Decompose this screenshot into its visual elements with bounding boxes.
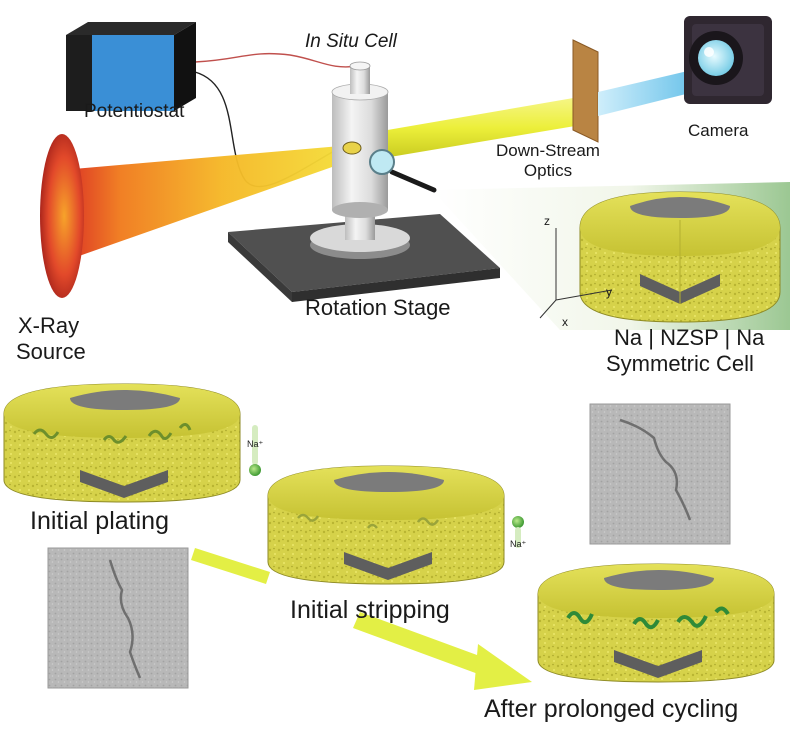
axis-y-line xyxy=(555,289,613,301)
stage-side xyxy=(228,232,292,302)
downstream-optics-label-2: Optics xyxy=(523,161,573,180)
cell-cap xyxy=(350,66,370,94)
arrow-plating-to-stripping xyxy=(191,548,270,584)
pellet-top xyxy=(538,564,774,618)
arrow-stripping-to-cycling xyxy=(353,612,532,690)
potentiostat-side xyxy=(174,22,196,111)
axis-y-label: y xyxy=(606,285,612,299)
arrowhead xyxy=(474,644,532,690)
tomography-inset-2 xyxy=(589,403,731,545)
axes-icon xyxy=(539,228,613,319)
potentiostat-top xyxy=(66,22,196,35)
inset-frame xyxy=(589,403,731,545)
rotation-stage-icon xyxy=(228,214,500,302)
crack-line xyxy=(108,559,142,679)
arrow-shaft xyxy=(353,612,496,678)
dendrites xyxy=(297,513,440,529)
dendrites xyxy=(32,423,192,444)
cell-window xyxy=(342,141,362,155)
symmetric-cell-label-2: Symmetric Cell xyxy=(606,351,754,376)
pellet-initial-stripping xyxy=(267,465,505,585)
pellet-initial-plating xyxy=(3,383,241,503)
camera-lens-glint xyxy=(704,47,714,57)
na-ion-2 xyxy=(512,516,524,548)
tomography-inset-1 xyxy=(47,547,189,689)
electrode-bottom xyxy=(80,470,168,498)
electrode-bottom xyxy=(344,552,432,580)
xray-source-icon xyxy=(40,134,84,298)
magnifier-handle xyxy=(389,169,437,193)
red-wire xyxy=(194,52,359,68)
inset-frame xyxy=(47,547,189,689)
camera-beam xyxy=(598,70,694,116)
pellet-after-cycling xyxy=(537,563,775,683)
rotation-stage-label: Rotation Stage xyxy=(305,295,451,320)
pellet-top xyxy=(4,384,240,438)
initial-stripping-label: Initial stripping xyxy=(290,596,450,624)
pellet-top xyxy=(268,466,504,520)
downstream-optics-label-1: Down-Stream xyxy=(496,141,600,160)
electrode-top xyxy=(334,472,444,492)
in-situ-cell-label: In Situ Cell xyxy=(305,31,397,52)
electrode-top xyxy=(604,570,714,590)
camera-label: Camera xyxy=(688,121,749,140)
optical-beam xyxy=(370,96,587,160)
axis-x-line xyxy=(539,299,557,319)
crack-line xyxy=(619,418,692,521)
cell-cap-top xyxy=(349,61,371,71)
dendrites xyxy=(566,606,730,630)
in-situ-cell-icon xyxy=(331,61,437,240)
electrode-top xyxy=(70,390,180,410)
ion-icon xyxy=(512,516,524,528)
stage-front xyxy=(292,268,500,302)
symmetric-cell-label-1: Na | NZSP | Na xyxy=(614,325,765,350)
cell-body-bottom xyxy=(332,202,388,218)
na-ion-label-2: Na⁺ xyxy=(510,539,527,549)
potentiostat-icon xyxy=(66,22,196,111)
initial-plating-label: Initial plating xyxy=(30,507,169,535)
axis-z-label: z xyxy=(544,214,550,228)
axis-x-label: x xyxy=(562,315,568,329)
potentiostat-label: Potentiostat xyxy=(84,101,185,122)
after-cycling-label: After prolonged cycling xyxy=(484,695,739,723)
ion-icon xyxy=(249,464,261,476)
camera-lens xyxy=(698,40,734,76)
optics-plate-icon xyxy=(572,39,599,143)
arrow-shaft xyxy=(191,548,270,584)
electrode-bottom xyxy=(614,650,702,678)
na-ion-label-1: Na⁺ xyxy=(247,439,264,449)
zoom-electrode-top xyxy=(630,197,730,218)
camera-icon xyxy=(684,16,772,104)
xray-source-label-1: X-Ray xyxy=(18,313,80,338)
na-ion-1 xyxy=(249,425,261,476)
xray-source-label-2: Source xyxy=(16,339,86,364)
xray-beam xyxy=(62,145,352,262)
magnifier-icon xyxy=(369,149,395,175)
zoom-pellet xyxy=(579,191,781,323)
potentiostat-face xyxy=(92,35,174,111)
